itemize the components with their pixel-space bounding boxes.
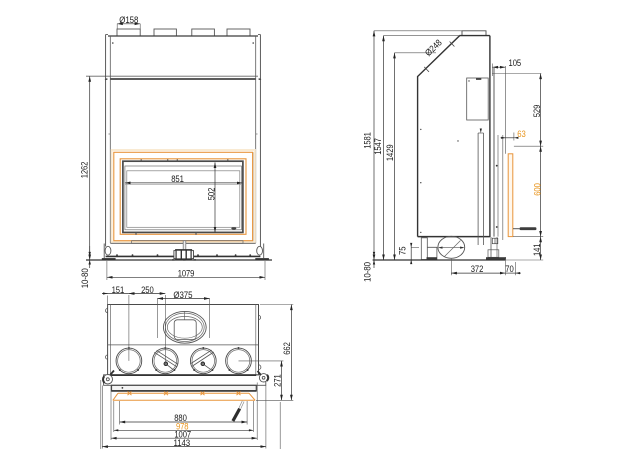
svg-text:372: 372 — [471, 264, 484, 274]
svg-text:10-80: 10-80 — [80, 268, 90, 288]
svg-text:63: 63 — [517, 129, 525, 139]
svg-text:880: 880 — [174, 413, 187, 423]
svg-text:662: 662 — [282, 342, 292, 355]
svg-text:250: 250 — [141, 285, 154, 295]
svg-text:1581: 1581 — [363, 132, 373, 149]
svg-text:141: 141 — [532, 244, 542, 256]
svg-text:1143: 1143 — [174, 438, 191, 448]
svg-text:1547: 1547 — [373, 138, 383, 155]
svg-text:851: 851 — [171, 174, 184, 184]
svg-text:151: 151 — [112, 285, 125, 295]
svg-text:Ø158: Ø158 — [119, 15, 138, 25]
svg-text:271: 271 — [273, 374, 283, 387]
svg-text:529: 529 — [532, 105, 542, 118]
svg-text:1007: 1007 — [174, 429, 191, 439]
svg-text:502: 502 — [207, 188, 217, 201]
svg-text:75: 75 — [398, 247, 408, 255]
svg-text:70: 70 — [505, 264, 513, 274]
svg-text:Ø375: Ø375 — [173, 290, 192, 300]
svg-text:978: 978 — [176, 422, 189, 432]
svg-text:1079: 1079 — [178, 269, 195, 279]
svg-text:1429: 1429 — [385, 144, 395, 161]
svg-text:1262: 1262 — [80, 162, 90, 179]
svg-text:10-80: 10-80 — [363, 262, 373, 282]
svg-text:600: 600 — [532, 183, 542, 196]
svg-text:105: 105 — [509, 58, 522, 68]
